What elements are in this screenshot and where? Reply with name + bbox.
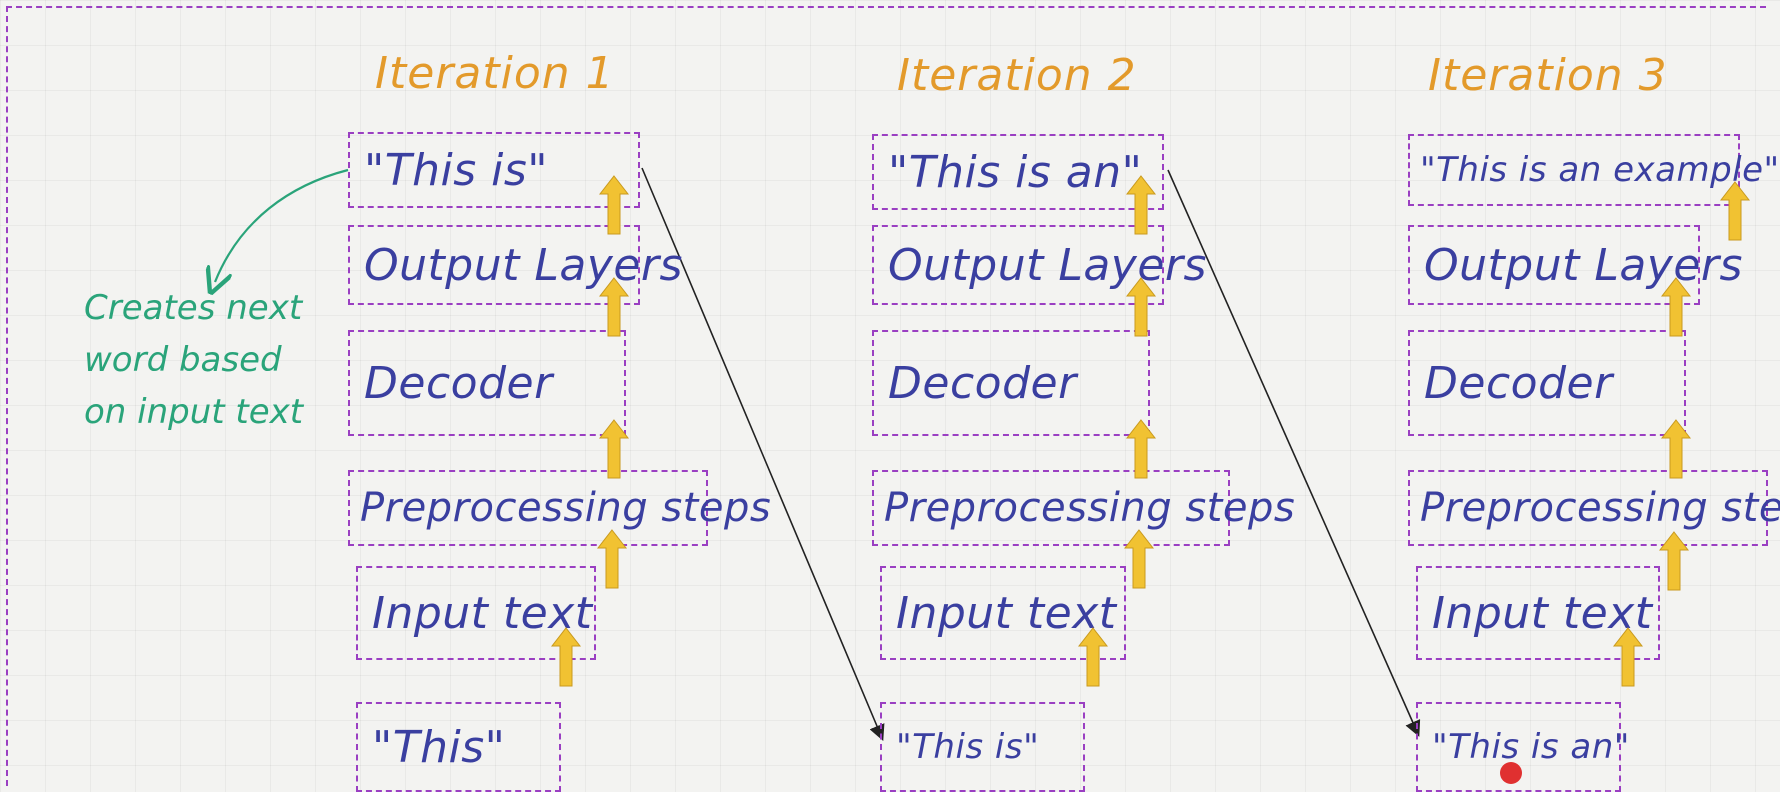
iteration-1-decoder-box: Decoder	[348, 330, 626, 436]
curved-arrow-icon	[215, 168, 349, 282]
up-arrow-icon	[598, 175, 630, 235]
up-arrow-icon	[1719, 181, 1751, 241]
iteration-3-output-box: "This is an example"	[1408, 134, 1779, 206]
up-arrow-icon	[1660, 419, 1692, 479]
connector-2-to-3	[1167, 169, 1421, 737]
annotation-line-1: Creates next	[84, 288, 303, 328]
annotation-line-3: on input text	[84, 392, 304, 432]
connector-layer	[0, 167, 1421, 741]
up-arrow-icon	[598, 277, 630, 337]
outer-frame	[6, 6, 1766, 786]
iteration-2-input-box: "This is"	[880, 702, 1085, 792]
annotation-note: Creates next word based on input text	[84, 282, 303, 438]
iteration-2-output-layers-box: Output Layers	[872, 225, 1206, 305]
up-arrow-icon	[1125, 175, 1157, 235]
iteration-2-decoder-box: Decoder	[872, 330, 1150, 436]
up-arrow-layer	[550, 175, 1751, 687]
iteration-3-decoder-box: Decoder	[1408, 330, 1686, 436]
iteration-1-input-box: "This"	[356, 702, 561, 792]
up-arrow-icon	[550, 627, 582, 687]
up-arrow-icon	[1660, 277, 1692, 337]
iteration-2-output-box: "This is an"	[872, 134, 1164, 210]
iteration-1-output-box: "This is"	[348, 132, 640, 208]
annotation-line-2: word based	[84, 340, 282, 380]
up-arrow-icon	[598, 419, 630, 479]
iteration-1-title: Iteration 1	[375, 48, 615, 99]
iteration-2-title: Iteration 2	[897, 50, 1137, 101]
up-arrow-icon	[1077, 627, 1109, 687]
iteration-2-input-text-box: Input text	[880, 566, 1126, 660]
iteration-1-output-layers-box: Output Layers	[348, 225, 682, 305]
diagram-canvas: Creates next word based on input text It…	[0, 6, 1780, 792]
up-arrow-icon	[1123, 529, 1155, 589]
iteration-1-preprocessing-box: Preprocessing steps	[348, 470, 771, 546]
iteration-3-title: Iteration 3	[1428, 50, 1668, 101]
up-arrow-icon	[596, 529, 628, 589]
connector-1-to-2	[641, 167, 885, 741]
iteration-3-output-layers-box: Output Layers	[1408, 225, 1742, 305]
iteration-2-preprocessing-box: Preprocessing steps	[872, 470, 1295, 546]
up-arrow-icon	[1612, 627, 1644, 687]
iteration-1-input-text-box: Input text	[356, 566, 596, 660]
up-arrow-icon	[1125, 419, 1157, 479]
iteration-3-input-text-box: Input text	[1416, 566, 1660, 660]
pointer-dot	[1500, 762, 1522, 784]
up-arrow-icon	[1125, 277, 1157, 337]
iteration-3-preprocessing-box: Preprocessing steps	[1408, 470, 1780, 546]
up-arrow-icon	[1658, 531, 1690, 591]
